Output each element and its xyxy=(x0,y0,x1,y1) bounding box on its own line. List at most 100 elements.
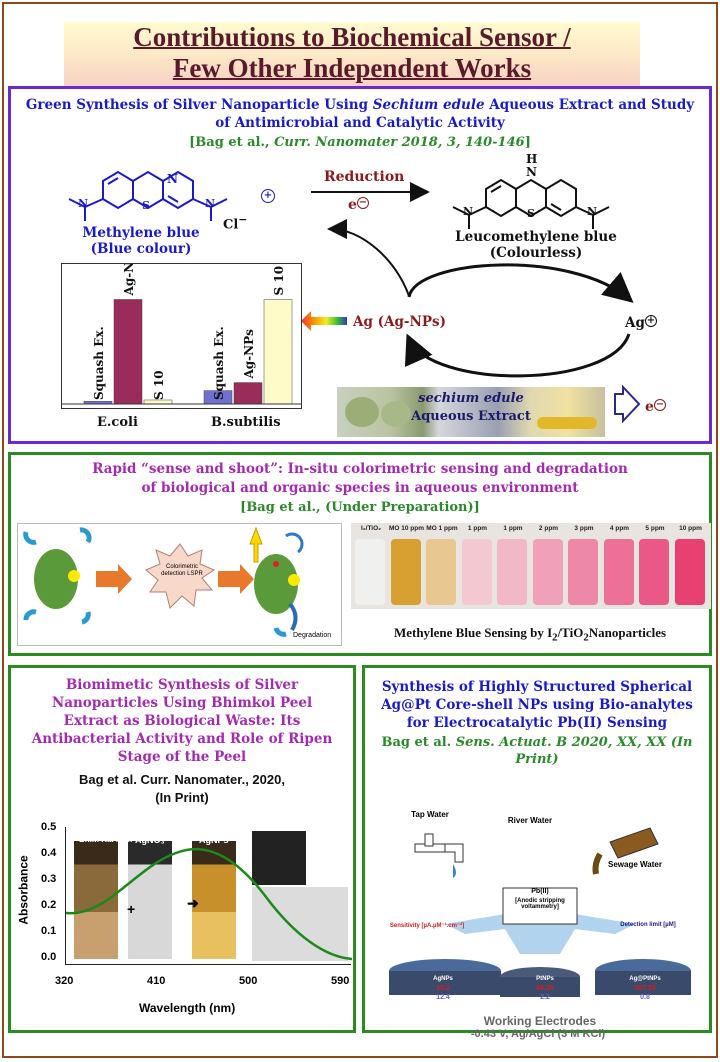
ref-close: ] xyxy=(524,135,531,150)
electron-transfer-arrow xyxy=(327,219,410,297)
vial-7 xyxy=(603,539,634,605)
sensing-svg xyxy=(389,827,691,997)
methylene-blue-colour: (Blue colour) xyxy=(90,241,192,257)
ag-plus-label: Ag+ xyxy=(625,315,657,331)
photo-label-2: Aqueous Extract xyxy=(411,409,531,424)
degradation-label: Degradation xyxy=(293,632,332,639)
section2-caption: Methylene Blue Sensing by I2/TiO2Nanopar… xyxy=(345,625,715,644)
mb-s-atom: S xyxy=(142,199,150,212)
caption-a: Methylene Blue Sensing by I xyxy=(393,625,553,640)
vial-label-4: 1 ppm xyxy=(503,525,523,532)
vial-agno3 xyxy=(128,841,172,959)
plus-operator: + xyxy=(127,901,136,917)
plot-area xyxy=(65,827,352,965)
x-tick-0: 320 xyxy=(55,975,74,987)
leuco-n-right: N xyxy=(587,205,598,218)
vial-label-7: 4 ppm xyxy=(609,525,630,532)
mb-n-right: N xyxy=(205,197,216,210)
section-agpt-sensing: Synthesis of Highly Structured Spherical… xyxy=(362,665,712,1040)
ref4-italic: Sens. Actuat. B 2020, XX, XX (In Print) xyxy=(455,735,693,767)
vial-label-agno3: AgNO₃ xyxy=(135,835,165,845)
leuco-h-atom: H xyxy=(526,152,538,166)
electron-top: e− xyxy=(348,197,369,213)
vial-5 xyxy=(532,539,563,605)
leuco-colour: (Colourless) xyxy=(489,245,583,261)
mb-n-atom: N xyxy=(167,172,178,186)
vial-bhimkal xyxy=(74,841,118,959)
vial-6 xyxy=(568,539,598,605)
methylene-blue-label: Methylene blue xyxy=(82,225,200,241)
leuco-n-left: N xyxy=(463,205,474,218)
caption-c: Nanoparticles xyxy=(588,625,667,640)
vial-0 xyxy=(355,539,385,605)
electron-bottom: e− xyxy=(645,399,666,415)
vial-label-6: 3 ppm xyxy=(574,525,594,532)
electron-bottom-text: e xyxy=(645,399,654,415)
chloride-text: Cl xyxy=(223,217,239,233)
x-tick-2: 500 xyxy=(239,975,258,987)
bar-ecoli-1 xyxy=(113,299,143,405)
vial-label-5: 2 ppm xyxy=(538,525,559,532)
section-sense-and-shoot: Rapid “sense and shoot”: In-situ colorim… xyxy=(8,452,712,656)
y-tick-0: 0.5 xyxy=(41,821,57,833)
electrode-1-v2: 2.2 xyxy=(540,994,550,1001)
leuco-label: Leucomethylene blue xyxy=(455,229,617,245)
vial-label-bhimkal: Bhim Kal Peel xyxy=(79,835,133,844)
vial-4 xyxy=(497,539,527,605)
x-tick-1: 410 xyxy=(147,975,166,987)
electron-top-charge: − xyxy=(356,197,369,209)
ag-np-label: Ag (Ag-NPs) xyxy=(353,314,446,330)
vial-1 xyxy=(390,539,421,605)
sensing-diagram: Tap Water River Water Sewage Water Pb(II… xyxy=(385,804,695,1028)
section1-reference: [Bag et al., Curr. Nanomater 2018, 3, 14… xyxy=(19,135,701,150)
section2-title-2: of biological and organic species in aqu… xyxy=(141,480,579,496)
section1-title: Green Synthesis of Silver Nanoparticle U… xyxy=(19,96,701,132)
section2-title-1: Rapid “sense and shoot”: In-situ colorim… xyxy=(92,461,628,477)
vial-2 xyxy=(426,539,456,605)
spectrum-curve xyxy=(66,847,352,961)
electrode-0-v1: 15.2 xyxy=(436,985,450,992)
section1-title-italic: Sechium edule xyxy=(372,97,485,113)
bar-label-0-2: S 10 xyxy=(152,370,166,400)
mb-plus-charge: + xyxy=(261,189,275,203)
vial-9 xyxy=(674,539,705,605)
river-water-label: River Water xyxy=(507,816,553,825)
electrode-0-v2: 12.4 xyxy=(436,994,450,1001)
section1-title-b: Aqueous Extract and Study of Antimicrobi… xyxy=(215,97,695,131)
sewage-water-label: Sewage Water xyxy=(608,860,662,869)
vial-label-8: 5 ppm xyxy=(645,525,665,532)
electrode-2-v1: 307.26 xyxy=(634,985,656,992)
y-tick-1: 0.4 xyxy=(41,847,57,859)
section-biomimetic: Biomimetic Synthesis of Silver Nanoparti… xyxy=(8,665,356,1033)
electron-bottom-charge: − xyxy=(653,399,666,411)
x-axis-label: Wavelength (nm) xyxy=(139,1001,236,1015)
leucomethylene-blue-structure xyxy=(452,178,610,229)
vial-label-1: MO 10 ppm xyxy=(388,525,425,532)
vial-label-agnps: AgNPs xyxy=(199,835,229,845)
caption-sub-1: 2 xyxy=(552,631,558,644)
y-axis-label: Absorbance xyxy=(16,855,31,925)
section2-reference: [Bag et al., (Under Preparation)] xyxy=(240,500,480,515)
pb-label: Pb(II) xyxy=(531,888,549,895)
group-label-bsubtilis: B.subtilis xyxy=(211,415,281,430)
caption-sub-2: 2 xyxy=(583,631,589,644)
star-text: Colorimetric detection LSPR xyxy=(161,564,203,577)
y-tick-4: 0.1 xyxy=(41,925,57,937)
vial-3 xyxy=(461,539,492,605)
ref4-normal: Bag et al. xyxy=(381,735,456,750)
detection-label: Detection limit [µM] xyxy=(620,922,676,928)
sechium-fruit-2 xyxy=(381,401,411,427)
reaction-scheme xyxy=(68,170,641,424)
bar-label-0-0: Squash Ex. xyxy=(92,326,106,400)
vial-8 xyxy=(639,539,669,605)
arrow-operator: ➜ xyxy=(187,895,199,911)
rainbow-arrow xyxy=(301,311,347,331)
ag-plus-text: Ag xyxy=(625,315,645,331)
electrode-2-v2: 0.8 xyxy=(640,994,650,1001)
header-line-2: Few Other Independent Works xyxy=(172,53,532,83)
cycle-arrow-top xyxy=(407,263,634,303)
extract-liquid xyxy=(537,417,597,429)
